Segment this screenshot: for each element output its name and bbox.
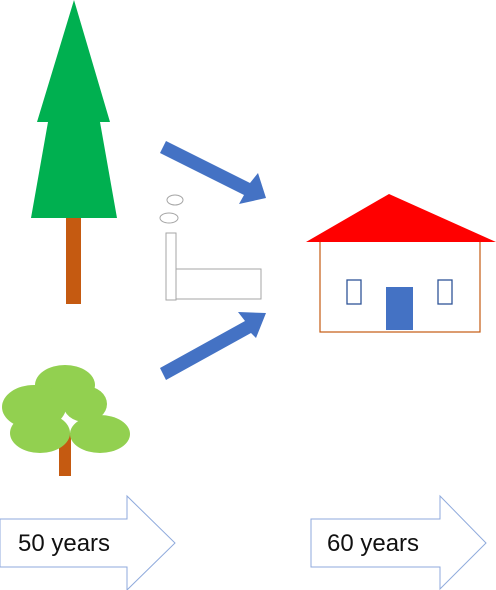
arrow-tree-to-house: [160, 141, 266, 204]
timeline-arrow-first: 50 years: [0, 494, 176, 590]
pine-trunk: [66, 215, 81, 304]
deciduous-tree-icon: [2, 365, 130, 476]
timeline-arrow-second: 60 years: [310, 494, 487, 590]
factory-chimney: [165, 232, 177, 301]
house-icon: [306, 194, 496, 333]
house-door: [386, 287, 413, 330]
block-arrow-outline: [0, 494, 176, 590]
pine-foliage: [31, 0, 117, 218]
house-window-left: [346, 279, 362, 305]
arrow-label-first: 50 years: [18, 530, 110, 557]
arrow-small-tree-to-house: [160, 312, 266, 380]
house-roof: [306, 194, 496, 242]
arrow-label-second: 60 years: [327, 530, 419, 557]
small-tree-foliage: [2, 365, 130, 453]
house-window-right: [437, 279, 453, 305]
pine-tree-icon: [31, 0, 117, 304]
sawmill-factory-icon: [159, 194, 262, 301]
smoke-puff-icon: [166, 194, 184, 206]
block-arrow-outline: [310, 494, 487, 590]
smoke-puff-icon: [159, 212, 179, 224]
factory-building: [175, 268, 262, 300]
